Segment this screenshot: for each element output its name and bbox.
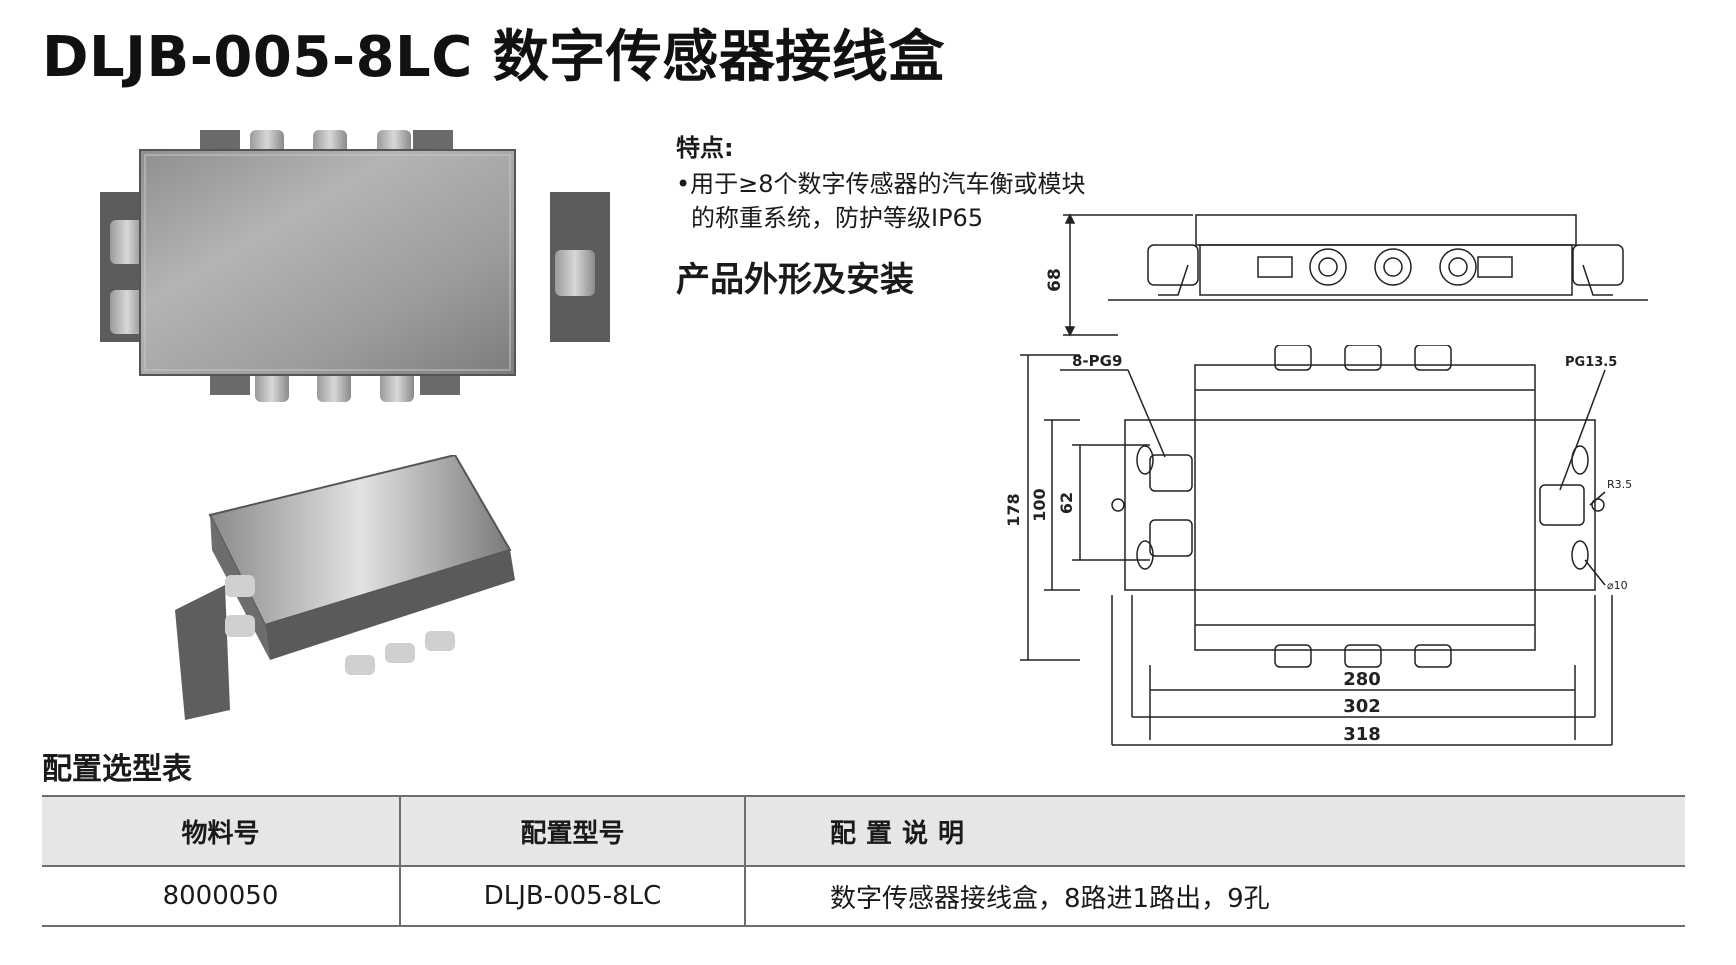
feature-line-1: •用于≥8个数字传感器的汽车衡或模块: [676, 170, 1086, 198]
table-heading: 配置选型表: [42, 752, 192, 787]
config-table: 物料号 配置型号 配置说明 8000050 DLJB-005-8LC 数字传感器…: [42, 795, 1685, 927]
label-8-pg9: 8-PG9: [1072, 352, 1122, 370]
install-heading: 产品外形及安装: [676, 260, 914, 300]
table-header-row: 物料号 配置型号 配置说明: [42, 795, 1685, 867]
features-heading: 特点:: [676, 134, 734, 162]
side-view-drawing: 68: [1045, 213, 1648, 337]
features-block: 特点: •用于≥8个数字传感器的汽车衡或模块 的称重系统，防护等级IP65: [676, 128, 1146, 235]
label-d10: ⌀10: [1607, 579, 1628, 592]
dim-62: 62: [1057, 492, 1076, 514]
cell-model: DLJB-005-8LC: [400, 866, 746, 927]
cell-part-number: 8000050: [42, 866, 401, 927]
dim-100: 100: [1030, 488, 1049, 521]
label-r3-5: R3.5: [1607, 478, 1632, 491]
feature-line-2: 的称重系统，防护等级IP65: [691, 204, 984, 232]
top-view-drawing: 178 100 62 8-PG9 PG13.5 R3.5 ⌀10 280 302…: [1004, 345, 1632, 746]
label-pg13-5: PG13.5: [1565, 355, 1617, 370]
dim-302: 302: [1343, 696, 1381, 717]
product-photo-top: [100, 130, 610, 402]
product-photo-perspective: [175, 455, 515, 720]
header-description: 配置说明: [745, 795, 1685, 867]
table-row: 8000050 DLJB-005-8LC 数字传感器接线盒，8路进1路出，9孔: [42, 866, 1685, 927]
header-model: 配置型号: [400, 795, 746, 867]
dim-height-68: 68: [1045, 268, 1065, 292]
page-title: DLJB-005-8LC 数字传感器接线盒: [42, 25, 945, 90]
cell-description: 数字传感器接线盒，8路进1路出，9孔: [745, 866, 1685, 927]
dim-178: 178: [1004, 493, 1023, 526]
header-part-number: 物料号: [42, 795, 401, 867]
dim-280: 280: [1343, 669, 1381, 690]
dim-318: 318: [1343, 724, 1381, 745]
